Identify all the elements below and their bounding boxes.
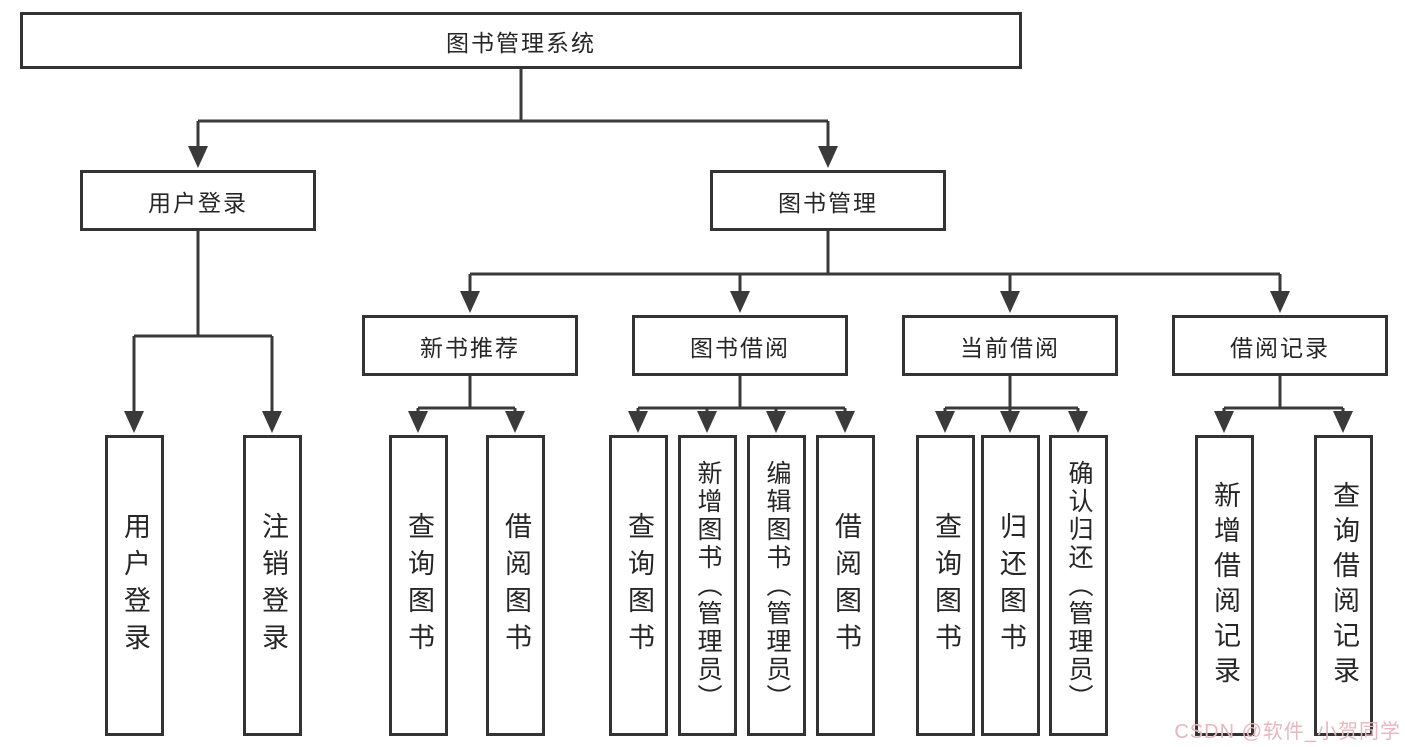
leaf-node-add-borrow-record: 新增借阅记录 [1195,435,1254,736]
node-library-management-system: 图书管理系统 [20,12,1022,69]
leaf-node-borrow-book: 借阅图书 [816,435,875,736]
arrowhead-icons [124,146,1353,433]
leaf-node-query-book: 查询图书 [609,435,668,736]
leaf-node-query-book: 查询图书 [389,435,448,736]
leaf-node-logout: 注销登录 [243,435,302,736]
leaf-node-edit-book-admin: 编辑图书（管理员） [747,435,806,736]
node-new-book-recommend: 新书推荐 [362,315,578,376]
leaf-node-query-borrow-record: 查询借阅记录 [1314,435,1373,736]
csdn-watermark: CSDN @软件_小贺同学 [1174,721,1401,743]
node-user-login: 用户登录 [80,170,316,231]
node-book-borrowing: 图书借阅 [632,315,848,376]
node-borrowing-records: 借阅记录 [1172,315,1388,376]
node-book-management: 图书管理 [710,170,946,231]
leaf-node-add-book-admin: 新增图书（管理员） [678,435,737,736]
leaf-node-user-login: 用户登录 [105,435,164,736]
node-current-borrowing: 当前借阅 [902,315,1118,376]
leaf-node-return-book: 归还图书 [981,435,1040,736]
leaf-node-confirm-return-admin: 确认归还（管理员） [1049,435,1108,736]
leaf-node-query-book: 查询图书 [916,435,975,736]
leaf-node-borrow-book: 借阅图书 [486,435,545,736]
